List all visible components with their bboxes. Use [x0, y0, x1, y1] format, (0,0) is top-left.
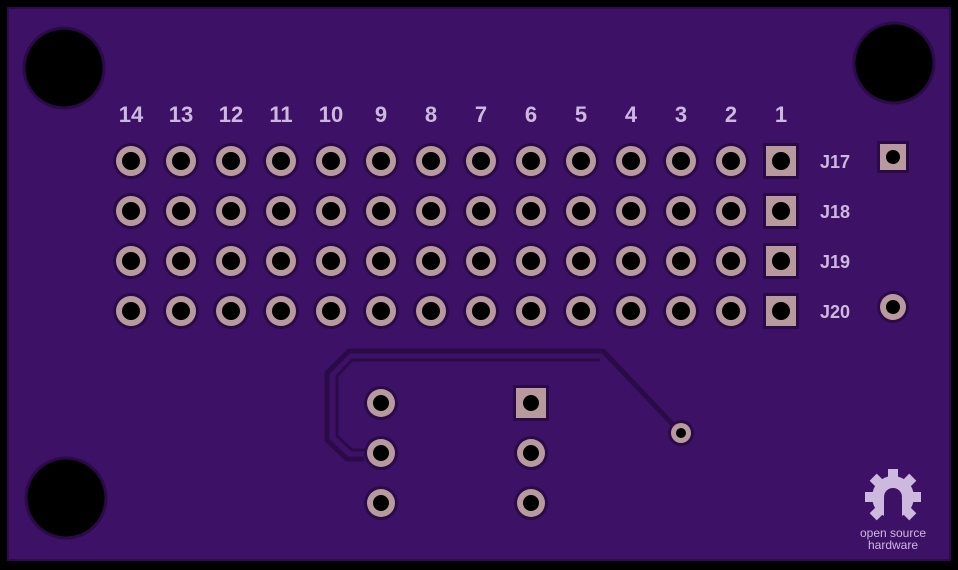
- pad-drill: [122, 252, 140, 270]
- pad-drill: [722, 252, 740, 270]
- pad-drill: [522, 252, 540, 270]
- pad-drill: [172, 152, 190, 170]
- pad-drill: [622, 252, 640, 270]
- pad-drill: [572, 152, 590, 170]
- mounting-hole-bottom-left: [24, 456, 108, 540]
- pad-drill: [322, 202, 340, 220]
- pad-drill: [422, 252, 440, 270]
- column-number: 3: [675, 102, 687, 127]
- column-number: 7: [475, 102, 487, 127]
- pad-drill: [272, 302, 290, 320]
- trace: [324, 348, 683, 462]
- pad-drill: [472, 202, 490, 220]
- pad-drill: [272, 152, 290, 170]
- column-number: 14: [119, 102, 144, 127]
- square-pad-side-drill: [886, 150, 900, 164]
- pad-drill: [572, 302, 590, 320]
- pad-drill: [373, 495, 389, 511]
- column-number: 8: [425, 102, 437, 127]
- mounting-holes: [22, 21, 936, 540]
- pad-drill: [523, 395, 539, 411]
- pad-drill: [322, 302, 340, 320]
- column-number: 9: [375, 102, 387, 127]
- pad-drill: [522, 202, 540, 220]
- column-numbers: 14 13 12 11 10 9 8 7 6 5 4 3 2 1: [119, 102, 787, 127]
- row-label: J20: [820, 302, 850, 322]
- pad-drill: [372, 302, 390, 320]
- pad-drill: [672, 202, 690, 220]
- logo-line-1: open source: [860, 526, 926, 540]
- pad-drill: [422, 202, 440, 220]
- pad-drill: [472, 302, 490, 320]
- pad-drill: [122, 302, 140, 320]
- pad-drill: [672, 252, 690, 270]
- round-pad-side-drill: [886, 300, 900, 314]
- pad-drill: [372, 152, 390, 170]
- row-label: J17: [820, 152, 850, 172]
- pad-drill: [172, 252, 190, 270]
- board-substrate: [7, 7, 951, 561]
- pad-drill: [472, 152, 490, 170]
- column-number: 4: [625, 102, 638, 127]
- pad-drill: [622, 302, 640, 320]
- logo-line-2: hardware: [868, 538, 918, 552]
- pad-drill: [722, 202, 740, 220]
- open-source-hardware-gear-icon: [865, 469, 921, 525]
- column-number: 5: [575, 102, 587, 127]
- pad-drill: [373, 445, 389, 461]
- pad-drill: [772, 202, 790, 220]
- header-pad-grid: [113, 143, 799, 329]
- pad-drill: [772, 252, 790, 270]
- pad-drill: [622, 152, 640, 170]
- pad-drill: [472, 252, 490, 270]
- lower-connector-pads: [364, 385, 549, 520]
- pad-drill: [222, 152, 240, 170]
- pad-drill: [422, 152, 440, 170]
- pad-drill: [523, 495, 539, 511]
- pad-drill: [523, 445, 539, 461]
- pad-drill: [522, 152, 540, 170]
- pad-drill: [372, 202, 390, 220]
- pad-drill: [672, 302, 690, 320]
- mounting-hole-top-right: [852, 21, 936, 105]
- column-number: 11: [269, 102, 292, 127]
- row-label: J18: [820, 202, 850, 222]
- side-pads: [877, 141, 909, 323]
- column-number: 1: [775, 102, 787, 127]
- pad-drill: [272, 202, 290, 220]
- mounting-hole-top-left: [22, 26, 106, 110]
- via: [668, 420, 694, 446]
- pad-drill: [722, 152, 740, 170]
- pad-drill: [622, 202, 640, 220]
- pad-drill: [772, 302, 790, 320]
- pad-drill: [322, 252, 340, 270]
- pad-drill: [372, 252, 390, 270]
- pad-drill: [222, 252, 240, 270]
- pad-drill: [222, 302, 240, 320]
- pad-drill: [772, 152, 790, 170]
- column-number: 2: [725, 102, 737, 127]
- pad-drill: [672, 152, 690, 170]
- column-number: 10: [319, 102, 343, 127]
- pad-drill: [272, 252, 290, 270]
- pad-drill: [373, 395, 389, 411]
- pad-drill: [572, 252, 590, 270]
- pad-drill: [572, 202, 590, 220]
- column-number: 12: [219, 102, 243, 127]
- pad-drill: [172, 202, 190, 220]
- pad-drill: [322, 152, 340, 170]
- pad-drill: [422, 302, 440, 320]
- pad-drill: [122, 152, 140, 170]
- pad-drill: [522, 302, 540, 320]
- pad-drill: [222, 202, 240, 220]
- pad-drill: [172, 302, 190, 320]
- pad-drill: [722, 302, 740, 320]
- pad-drill: [122, 202, 140, 220]
- row-label: J19: [820, 252, 850, 272]
- column-number: 13: [169, 102, 193, 127]
- column-number: 6: [525, 102, 537, 127]
